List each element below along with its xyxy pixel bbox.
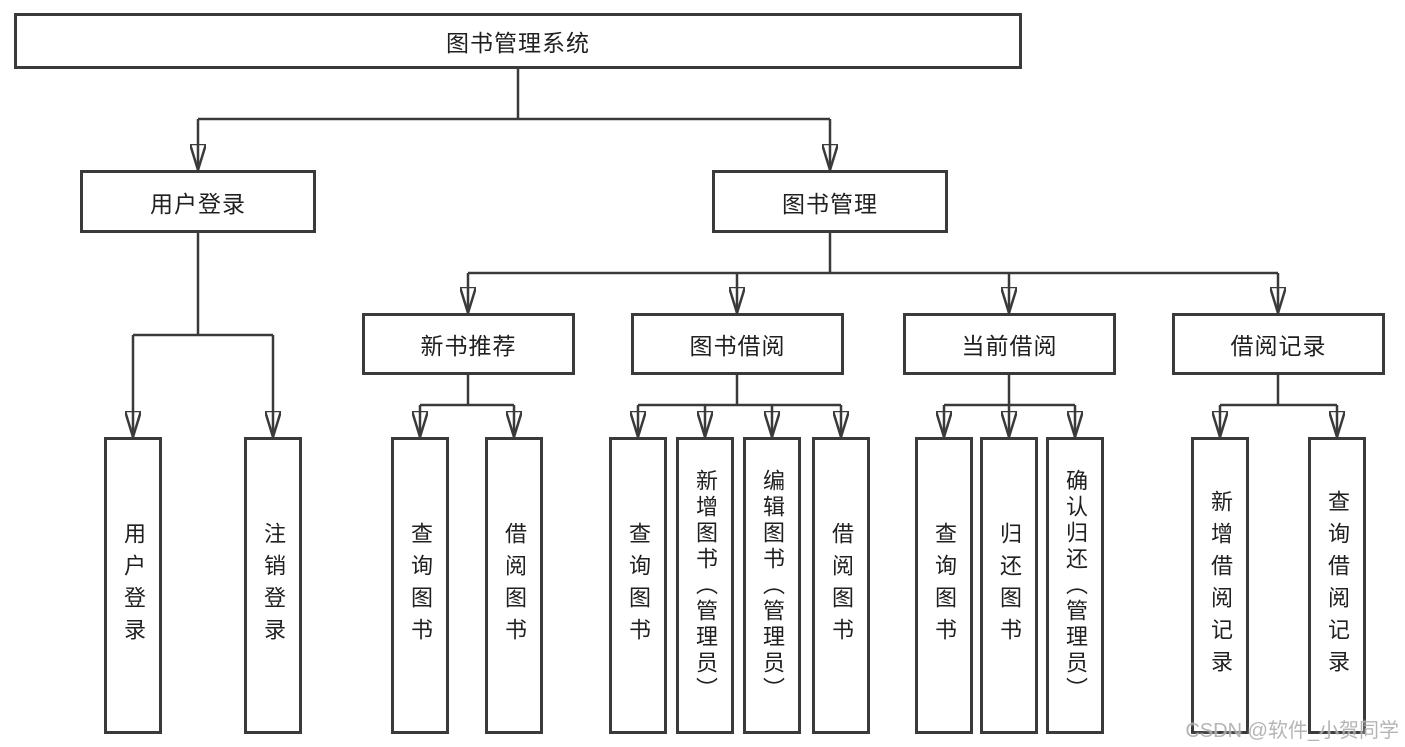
node-book-management: 图书管理 [712, 170, 948, 233]
leaf-confirm-return-admin: 确认归还（管理员） [1046, 437, 1104, 734]
connector-trunks [133, 69, 1337, 407]
node-library-management-system: 图书管理系统 [14, 13, 1022, 69]
leaf-user-login: 用户登录 [104, 437, 162, 734]
node-user-login: 用户登录 [80, 170, 316, 233]
leaf-logout: 注销登录 [244, 437, 302, 734]
leaf-add-books-admin: 新增图书（管理员） [676, 437, 734, 734]
leaf-edit-books-admin: 编辑图书（管理员） [743, 437, 801, 734]
leaf-query-books-2: 查询图书 [609, 437, 667, 734]
leaf-borrow-books-1: 借阅图书 [485, 437, 543, 734]
leaf-borrow-books-2: 借阅图书 [812, 437, 870, 734]
leaf-return-books: 归还图书 [980, 437, 1038, 734]
leaf-query-books-1: 查询图书 [391, 437, 449, 734]
node-current-borrowing: 当前借阅 [903, 313, 1116, 375]
watermark: CSDN @软件_小贺同学 [1185, 720, 1399, 742]
leaf-add-borrow-record: 新增借阅记录 [1191, 437, 1249, 734]
node-new-book-recommendation: 新书推荐 [362, 313, 575, 375]
node-book-borrowing: 图书借阅 [631, 313, 844, 375]
leaf-query-books-3: 查询图书 [915, 437, 973, 734]
node-borrowing-records: 借阅记录 [1172, 313, 1385, 375]
leaf-query-borrow-record: 查询借阅记录 [1308, 437, 1366, 734]
